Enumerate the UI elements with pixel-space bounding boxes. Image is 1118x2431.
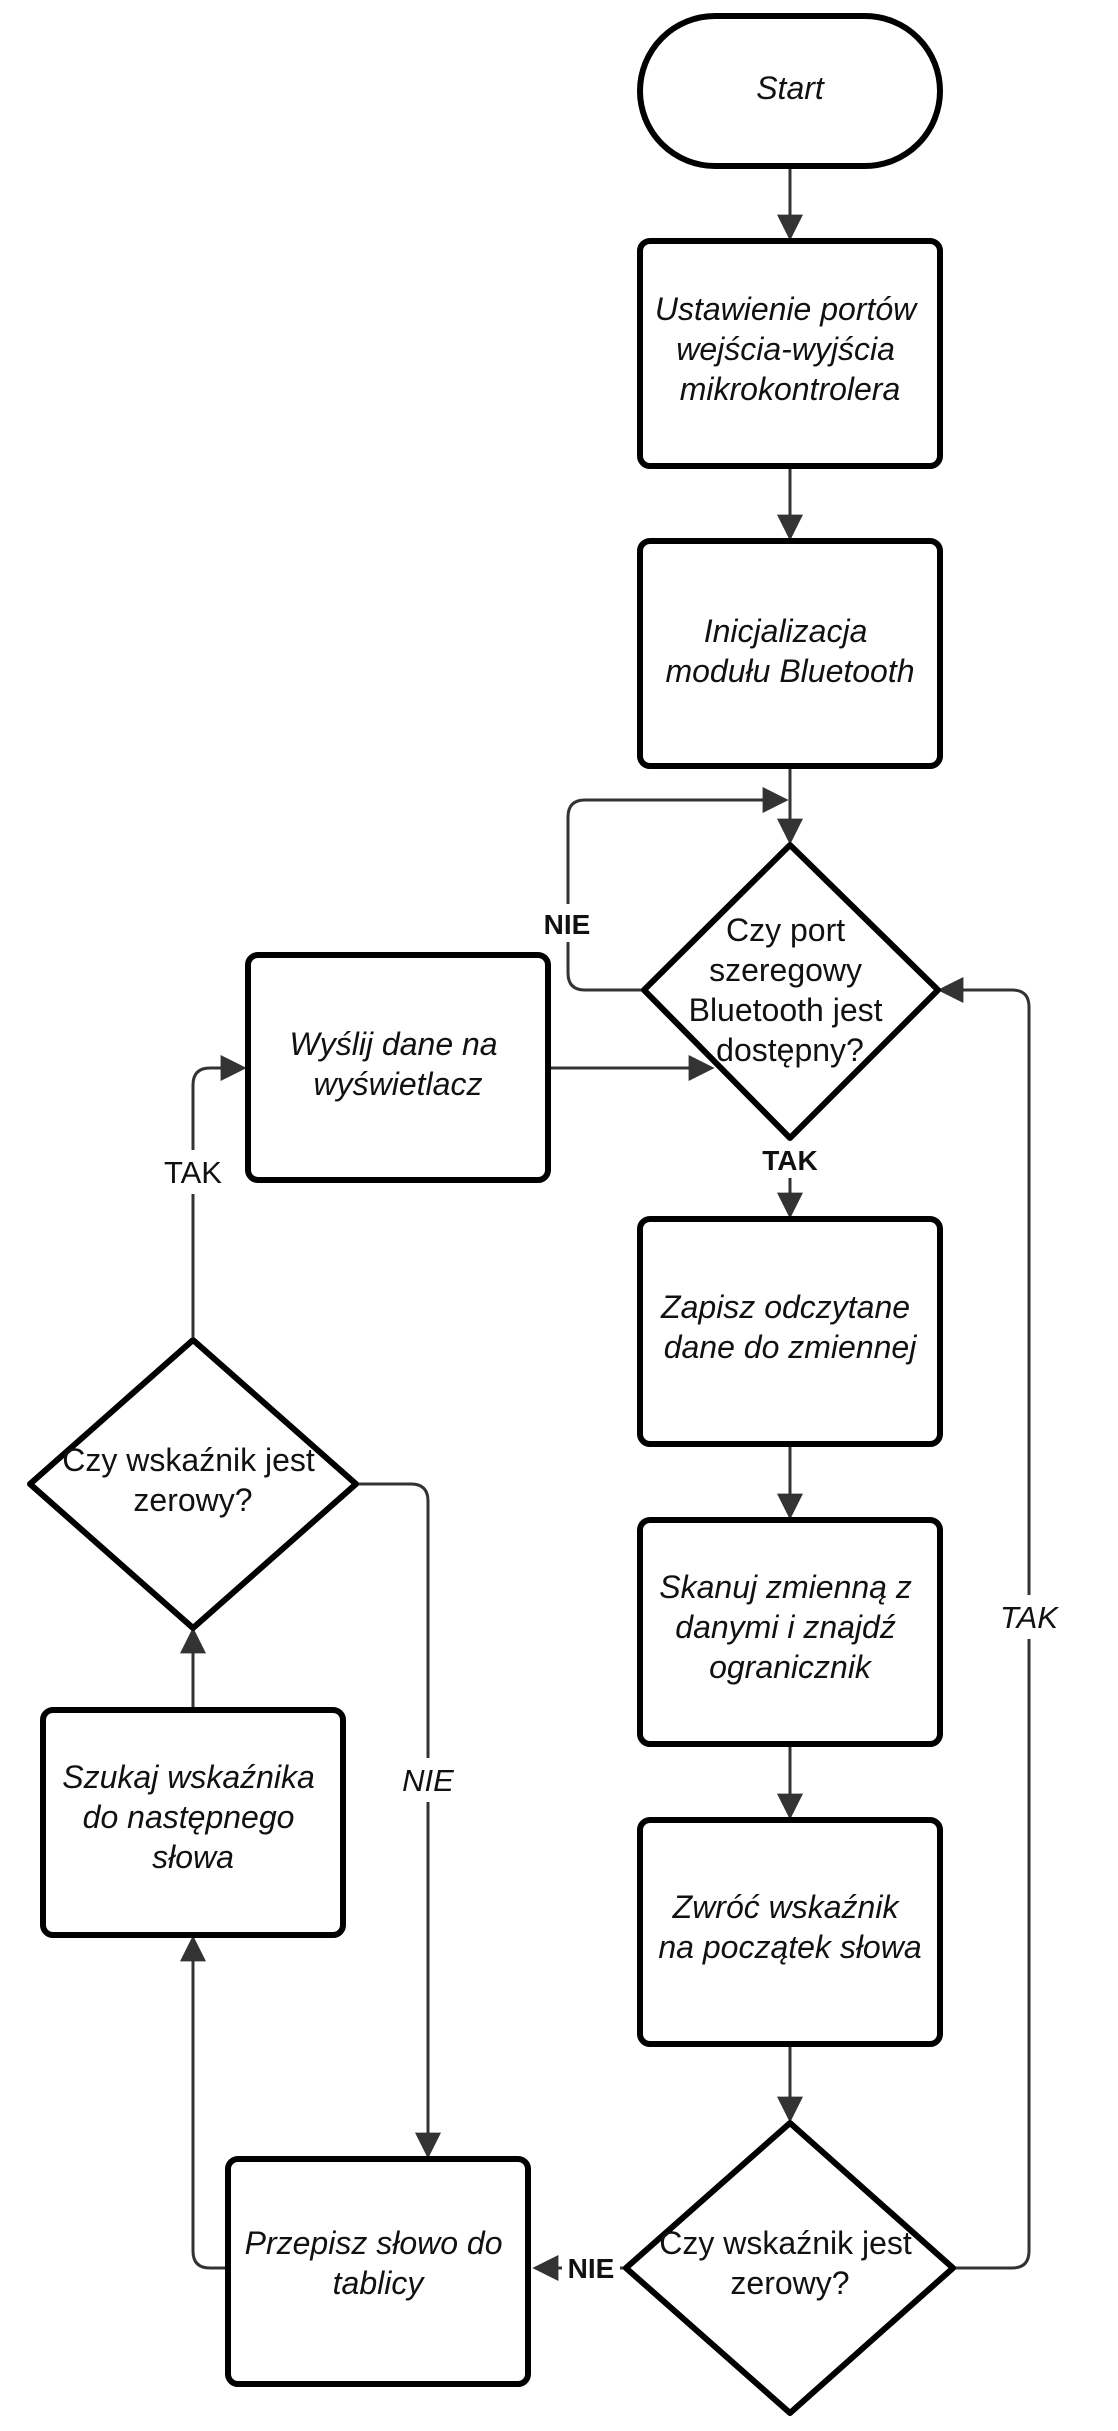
node-set-ports-line-2: wejścia-wyjścia bbox=[676, 331, 895, 367]
node-scan-line-1: Skanuj zmienną z bbox=[659, 1569, 912, 1605]
node-start-label: Start bbox=[756, 70, 825, 106]
node-find-pointer-line-2: do następnego bbox=[83, 1799, 295, 1835]
svg-text:Start: Start bbox=[756, 70, 825, 106]
node-check-pointer-right: Czy wskaźnik jest zerowy? bbox=[623, 2120, 956, 2416]
node-find-pointer-line-3: słowa bbox=[152, 1839, 234, 1875]
edge-label-port-no: NIE bbox=[544, 909, 591, 940]
edge-check-port-no-loop bbox=[566, 787, 789, 992]
svg-text:Zwróć wskaźnik na począt: Zwróć wskaźnik na początek słowa bbox=[658, 1889, 921, 1965]
node-return-pointer-line-2: na początek słowa bbox=[658, 1929, 921, 1965]
node-check-port-line-4: dostępny? bbox=[716, 1032, 864, 1068]
node-return-pointer: Zwróć wskaźnik na początek słowa bbox=[637, 1817, 943, 2047]
node-scan: Skanuj zmienną z danymi i znajdź ogranic… bbox=[637, 1517, 943, 1747]
node-send-display-line-2: wyświetlacz bbox=[314, 1066, 483, 1102]
edge-label-ptr-left-yes: TAK bbox=[164, 1155, 222, 1190]
node-return-pointer-line-1: Zwróć wskaźnik bbox=[672, 1889, 901, 1925]
node-check-pointer-right-line-1: Czy wskaźnik jest bbox=[659, 2225, 912, 2261]
svg-text:Ustawienie portów wejści: Ustawienie portów wejścia-wyjścia mikrok… bbox=[655, 291, 925, 407]
svg-text:Czy wskaźnik jest zerowy: Czy wskaźnik jest zerowy? bbox=[62, 1442, 323, 1518]
node-check-port-line-3: Bluetooth jest bbox=[689, 992, 883, 1028]
edge-check-ptr-left-no bbox=[358, 1482, 441, 2159]
node-check-pointer-left-line-1: Czy wskaźnik jest bbox=[62, 1442, 315, 1478]
node-copy-word-line-1: Przepisz słowo do bbox=[245, 2225, 503, 2261]
node-save-data-line-1: Zapisz odczytane bbox=[660, 1289, 910, 1325]
svg-text:Skanuj zmienną z danymi: Skanuj zmienną z danymi i znajdź ogranic… bbox=[659, 1569, 920, 1685]
svg-text:Inicjalizacja modułu Blu: Inicjalizacja modułu Bluetooth bbox=[665, 613, 914, 689]
edge-labels: NIE TAK TAK NIE TAK NIE bbox=[158, 904, 1064, 2286]
node-find-pointer-line-1: Szukaj wskaźnika bbox=[62, 1759, 315, 1795]
node-scan-line-2: danymi i znajdź bbox=[675, 1609, 896, 1645]
svg-text:Wyślij dane na wyświetla: Wyślij dane na wyświetlacz bbox=[290, 1026, 507, 1102]
edge-label-ptr-left-no: NIE bbox=[402, 1763, 454, 1798]
node-check-pointer-left: Czy wskaźnik jest zerowy? bbox=[27, 1337, 359, 1631]
node-copy-word: Przepisz słowo do tablicy bbox=[225, 2156, 531, 2387]
node-set-ports: Ustawienie portów wejścia-wyjścia mikrok… bbox=[637, 238, 943, 469]
edge-label-ptr-right-no: NIE bbox=[568, 2253, 615, 2284]
node-scan-line-3: ogranicznik bbox=[709, 1649, 873, 1685]
node-init-bluetooth-line-1: Inicjalizacja bbox=[704, 613, 868, 649]
node-start: Start bbox=[637, 13, 943, 169]
svg-text:Zapisz odczytane dane do: Zapisz odczytane dane do zmiennej bbox=[660, 1289, 919, 1365]
node-save-data-line-2: dane do zmiennej bbox=[664, 1329, 918, 1365]
node-check-port: Czy port szeregowy Bluetooth jest dostęp… bbox=[641, 842, 941, 1141]
node-save-data: Zapisz odczytane dane do zmiennej bbox=[637, 1216, 943, 1447]
edge-copy-to-find bbox=[180, 1935, 226, 2270]
svg-text:Czy port szeregowy: Czy port szeregowy Bluetooth jest dostęp… bbox=[689, 912, 892, 1068]
node-find-pointer: Szukaj wskaźnika do następnego słowa bbox=[40, 1707, 346, 1938]
node-check-port-line-1: Czy port bbox=[726, 912, 845, 948]
node-copy-word-line-2: tablicy bbox=[333, 2265, 426, 2301]
edge-label-port-yes: TAK bbox=[762, 1145, 817, 1176]
node-init-bluetooth: Inicjalizacja modułu Bluetooth bbox=[637, 538, 943, 769]
node-set-ports-line-3: mikrokontrolera bbox=[680, 371, 901, 407]
node-send-display-line-1: Wyślij dane na bbox=[290, 1026, 498, 1062]
node-set-ports-line-1: Ustawienie portów bbox=[655, 291, 918, 327]
node-check-pointer-left-line-2: zerowy? bbox=[133, 1482, 252, 1518]
node-check-port-line-2: szeregowy bbox=[709, 952, 862, 988]
node-check-pointer-right-line-2: zerowy? bbox=[730, 2265, 849, 2301]
svg-text:Przepisz słowo do tablic: Przepisz słowo do tablicy bbox=[245, 2225, 512, 2301]
svg-text:Szukaj wskaźnika do nast: Szukaj wskaźnika do następnego słowa bbox=[62, 1759, 323, 1875]
edge-label-ptr-right-yes: TAK bbox=[1000, 1600, 1059, 1635]
svg-text:Czy wskaźnik jest zerowy: Czy wskaźnik jest zerowy? bbox=[659, 2225, 920, 2301]
node-send-display: Wyślij dane na wyświetlacz bbox=[245, 952, 551, 1183]
edge-check-ptr-left-yes bbox=[191, 1055, 247, 1337]
node-init-bluetooth-line-2: modułu Bluetooth bbox=[665, 653, 914, 689]
